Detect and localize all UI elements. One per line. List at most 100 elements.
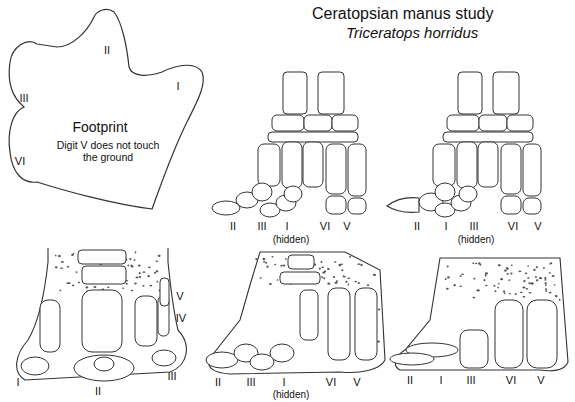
- digit-label: VI: [508, 220, 518, 232]
- skin-stipple: [545, 282, 547, 284]
- skin-stipple: [526, 288, 529, 290]
- skin-stipple: [255, 258, 257, 260]
- digit-label: II: [407, 374, 413, 386]
- skin-stipple: [447, 276, 450, 278]
- digit-label: I: [285, 220, 288, 232]
- skin-stipple: [498, 283, 500, 284]
- skin-stipple: [536, 266, 538, 268]
- skin-stipple: [285, 258, 287, 260]
- skin-stipple: [262, 258, 265, 260]
- digit-label: V: [537, 374, 544, 386]
- bone: [443, 132, 533, 142]
- skin-stipple: [485, 274, 487, 276]
- skin-stipple: [515, 293, 517, 295]
- bone: [82, 290, 122, 352]
- skin-stipple: [527, 277, 530, 278]
- fleshed-manus-front: [17, 248, 187, 381]
- skin-stipple: [94, 286, 97, 288]
- digit-label: V: [534, 220, 541, 232]
- skin-stipple: [131, 290, 134, 292]
- skin-stipple: [322, 271, 325, 273]
- fleshed-manus-side: [206, 252, 385, 374]
- skin-stipple: [535, 276, 537, 278]
- digit-label: V: [353, 376, 360, 388]
- skin-stipple: [367, 284, 369, 286]
- node-text: Footprint: [72, 120, 127, 135]
- skin-stipple: [378, 309, 380, 311]
- skin-stipple: [545, 290, 547, 292]
- skin-stipple: [265, 262, 267, 264]
- digit-label: III: [246, 376, 255, 388]
- skin-stipple: [549, 263, 551, 265]
- skin-stipple: [269, 283, 272, 285]
- skeletal-manus: [387, 72, 541, 217]
- skin-stipple: [354, 281, 357, 283]
- skin-stipple: [533, 269, 535, 271]
- skin-stipple: [550, 262, 552, 264]
- claw: [212, 201, 240, 215]
- bone: [272, 115, 304, 131]
- skin-stipple: [333, 276, 335, 278]
- phalanx: [435, 183, 455, 201]
- skin-stipple: [494, 290, 496, 292]
- skin-stipple: [271, 256, 273, 257]
- skin-stipple: [72, 285, 74, 287]
- skin-stipple: [334, 261, 337, 263]
- bone: [326, 144, 346, 194]
- node-text: VI: [15, 155, 25, 167]
- nail: [152, 350, 176, 366]
- digit-label: III: [257, 220, 266, 232]
- skin-outline: [209, 252, 385, 374]
- phalanx: [252, 183, 272, 201]
- bone: [501, 144, 521, 194]
- skin-stipple: [498, 264, 501, 266]
- bone: [280, 272, 320, 284]
- skin-stipple: [506, 267, 508, 269]
- skin-stipple: [277, 279, 279, 281]
- skin-stipple: [459, 275, 462, 277]
- skin-stipple: [135, 277, 138, 279]
- skin-stipple: [523, 296, 526, 298]
- skin-stipple: [126, 283, 128, 285]
- skin-stipple: [139, 276, 141, 278]
- bone: [348, 144, 366, 196]
- skin-stipple: [461, 273, 464, 275]
- bone: [458, 72, 482, 114]
- hoof-pad: [94, 357, 114, 371]
- skin-stipple: [122, 287, 124, 289]
- digit-label: II: [95, 385, 101, 397]
- skin-stipple: [485, 285, 487, 287]
- digit-label: (hidden): [458, 234, 495, 245]
- skin-stipple: [142, 285, 144, 287]
- skin-stipple: [323, 277, 325, 279]
- hoof: [74, 355, 134, 381]
- skin-stipple: [472, 263, 474, 265]
- digit-label: (hidden): [273, 389, 310, 400]
- skin-stipple: [321, 276, 323, 278]
- bone: [527, 300, 557, 368]
- digit-label: VI: [320, 220, 330, 232]
- bone: [493, 72, 519, 114]
- skin-stipple: [484, 279, 486, 281]
- node-text: III: [19, 92, 28, 104]
- skin-stipple: [544, 279, 546, 281]
- skin-stipple: [155, 261, 158, 263]
- skin-stipple: [548, 272, 551, 273]
- skin-stipple: [349, 256, 351, 258]
- skin-stipple: [321, 266, 324, 268]
- bone: [523, 198, 541, 214]
- skin-stipple: [55, 266, 58, 268]
- skin-stipple: [549, 292, 552, 294]
- diagram-title: Ceratopsian manus study: [312, 5, 493, 23]
- skin-stipple: [135, 251, 137, 253]
- footprint-path: [9, 10, 203, 209]
- bone: [160, 278, 169, 306]
- bone: [82, 266, 126, 284]
- skin-stipple: [73, 253, 75, 254]
- bone: [328, 288, 350, 360]
- nail: [21, 357, 49, 375]
- skin-stipple: [500, 278, 503, 280]
- bone: [495, 300, 523, 368]
- skin-stipple: [446, 288, 449, 290]
